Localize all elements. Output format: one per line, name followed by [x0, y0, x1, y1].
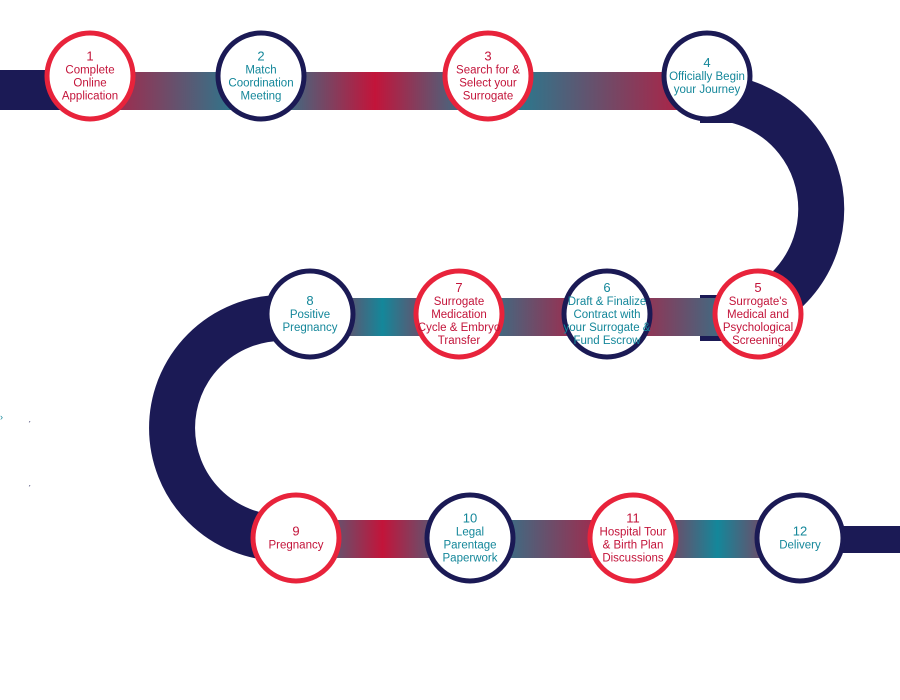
step-text-line: Contract with [573, 309, 640, 321]
step-text-line: Complete [65, 65, 114, 77]
step-number: 10 [463, 511, 477, 526]
step-text-line: Discussions [602, 553, 664, 565]
step-text-line: Hospital Tour [600, 527, 667, 539]
road-end [840, 526, 900, 553]
step-circle [44, 30, 136, 122]
step-text-line: Legal [456, 527, 484, 539]
step-text-line: Application [62, 91, 118, 103]
step-text-line: Psychological [723, 322, 793, 334]
step-text-line: Medication [431, 309, 487, 321]
step-circle [661, 30, 753, 122]
step-text-line: your Surrogate & [564, 322, 651, 334]
step-number: 5 [754, 280, 761, 295]
step-text-line: Surrogate's [729, 296, 788, 308]
step-text-line: Pregnancy [283, 322, 338, 334]
step-circle [587, 492, 679, 584]
step-text-line: Coordination [228, 78, 293, 90]
step-text-line: Positive [290, 309, 330, 321]
step-text-line: your Journey [674, 84, 741, 96]
edge-mark: › [0, 412, 3, 422]
step-circle [250, 492, 342, 584]
step-text-line: Paperwork [443, 553, 498, 565]
step-number: 2 [257, 49, 264, 64]
step-number: 6 [603, 280, 610, 295]
step-circle [561, 268, 653, 360]
step-text-line: Surrogate [463, 91, 514, 103]
step-circle [424, 492, 516, 584]
step-text-line: Transfer [438, 335, 481, 347]
step-number: 4 [703, 55, 710, 70]
step-number: 7 [455, 280, 462, 295]
step-circle [442, 30, 534, 122]
step-number: 12 [793, 524, 807, 539]
step-circle [413, 268, 505, 360]
step-text-line: Medical and [727, 309, 789, 321]
step-circle [264, 268, 356, 360]
step-text-line: Match [245, 65, 276, 77]
step-text-line: Draft & Finalize [568, 296, 647, 308]
step-number: 8 [306, 293, 313, 308]
road-curve-left [149, 295, 340, 561]
step-text-line: Delivery [779, 540, 821, 552]
step-text-line: & Birth Plan [603, 540, 664, 552]
step-text-line: Surrogate [434, 296, 485, 308]
step-circle [754, 492, 846, 584]
step-text-line: Meeting [241, 91, 282, 103]
step-number: 9 [292, 524, 299, 539]
step-number: 3 [484, 49, 491, 64]
step-circle [215, 30, 307, 122]
step-text-line: Cycle & Embryo [418, 322, 500, 334]
step-text-line: Screening [732, 335, 784, 347]
step-circle [712, 268, 804, 360]
step-text-line: Search for & [456, 65, 520, 77]
step-text-line: Online [73, 78, 106, 90]
step-text-line: Pregnancy [269, 540, 324, 552]
step-text-line: Officially Begin [669, 71, 745, 83]
edge-mark: ˊ [28, 420, 31, 430]
step-number: 11 [626, 511, 640, 526]
step-text-line: Fund Escrow [573, 335, 641, 347]
step-text-line: Parentage [443, 540, 496, 552]
step-text-line: Select your [459, 78, 517, 90]
step-number: 1 [86, 49, 93, 64]
edge-mark: ˊ [28, 484, 31, 494]
